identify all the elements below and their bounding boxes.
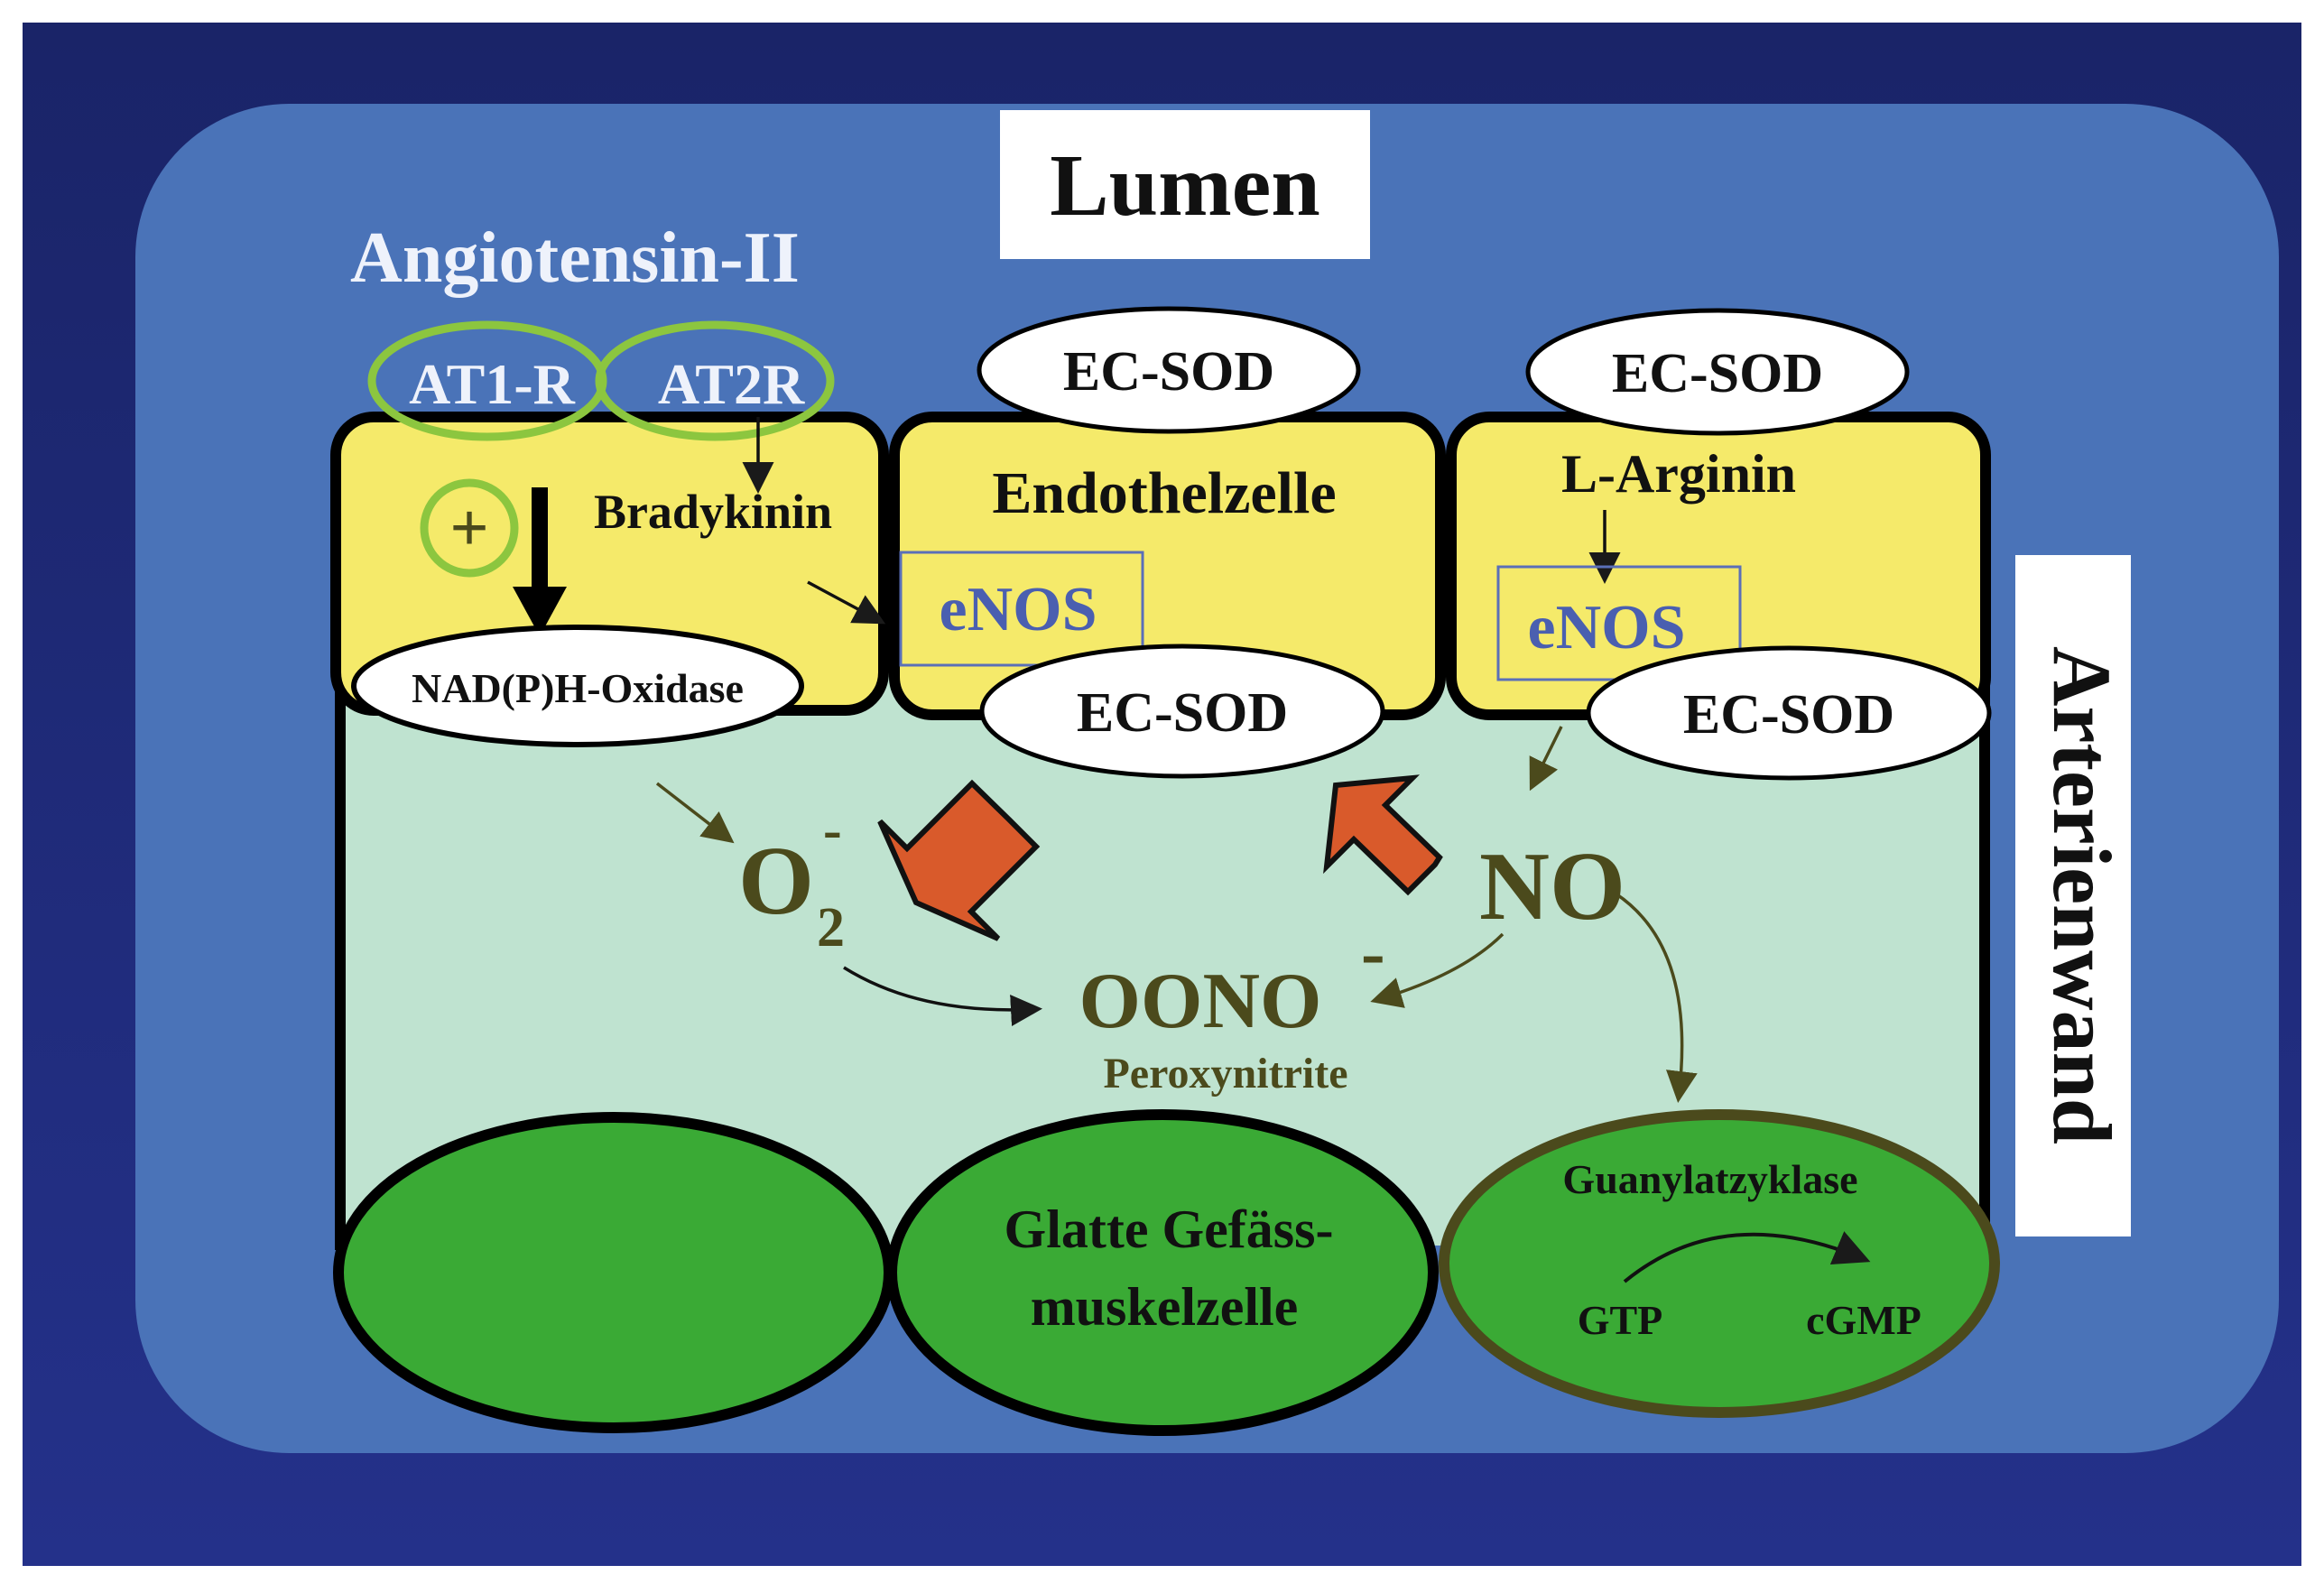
ec-sod-ellipse-top-1 <box>977 306 1361 434</box>
enos-no-arrow <box>1529 726 1563 792</box>
enos-label-2: eNOS <box>1528 593 1686 662</box>
smooth-muscle-cell-middle <box>886 1109 1439 1436</box>
cgmp-label: cGMP <box>1806 1297 1921 1343</box>
no-guanylatzyklase-arrow <box>1615 892 1698 1103</box>
ec-sod-ellipse-bottom-2 <box>1586 645 1992 781</box>
superoxide-label: O <box>738 828 814 935</box>
arterienwand-label: Arterienwand <box>2036 646 2128 1144</box>
bradykinin-label: Bradykinin <box>594 485 832 539</box>
ec-sod-label-top-1: EC-SOD <box>1063 341 1274 403</box>
orange-arrow-to-ecsod <box>1323 774 1443 896</box>
lumen-label-box <box>1000 110 1370 259</box>
peroxynitrite-formula: OONO <box>1079 958 1322 1045</box>
ec-sod-ellipse-bottom-1 <box>979 644 1385 779</box>
gtp-cgmp-arrow <box>1623 1231 1871 1283</box>
gtp-label: GTP <box>1578 1297 1663 1343</box>
at1r-label: AT1-R <box>409 352 575 416</box>
nadph-oxidase-label: NAD(P)H-Oxidase <box>412 665 744 711</box>
ec-sod-ellipse-top-2 <box>1525 308 1910 436</box>
plus-ring <box>420 478 519 578</box>
smooth-muscle-cell-right <box>1439 1109 2000 1418</box>
angiotensin-label: Angiotensin-II <box>350 218 800 298</box>
smooth-muscle-label-line1: Glatte Gefäss- <box>1005 1199 1334 1259</box>
endothelzelle-label: Endothelzelle <box>992 460 1336 526</box>
guanylatzyklase-label: Guanylatzyklase <box>1562 1156 1857 1202</box>
orange-arrow-to-superoxide <box>877 779 1041 941</box>
ec-sod-label-bottom-1: EC-SOD <box>1077 682 1288 744</box>
plus-sign: + <box>449 490 488 566</box>
enos-box-1 <box>899 551 1144 667</box>
peroxynitrite-label: Peroxynitrite <box>1103 1050 1347 1098</box>
ec-sod-label-top-2: EC-SOD <box>1612 343 1823 404</box>
arterienwand-label-box <box>2015 555 2131 1236</box>
superoxide-subscript: 2 <box>817 897 845 959</box>
at2r-receptor-ring <box>595 320 835 441</box>
bradykinin-enos-arrow <box>807 580 886 625</box>
smooth-muscle-label-line2: muskelzelle <box>1031 1277 1299 1337</box>
nitric-oxide-label: NO <box>1479 833 1625 940</box>
no-peroxynitrite-arrow <box>1370 932 1505 1008</box>
activation-arrow-head <box>513 587 567 636</box>
ec-sod-label-bottom-2: EC-SOD <box>1683 684 1894 746</box>
oxidase-superoxide-arrow <box>655 782 735 844</box>
smooth-muscle-cell-left <box>333 1112 894 1433</box>
superoxide-charge: - <box>823 800 842 861</box>
peroxynitrite-charge: - <box>1361 913 1385 993</box>
at2r-label: AT2R <box>658 352 805 416</box>
enos-label-1: eNOS <box>940 575 1097 644</box>
nadph-oxidase-ellipse <box>351 625 804 747</box>
superoxide-peroxynitrite-arrow <box>843 966 1042 1026</box>
lumen-label: Lumen <box>1050 137 1320 235</box>
l-arginin-label: L-Arginin <box>1561 444 1796 504</box>
